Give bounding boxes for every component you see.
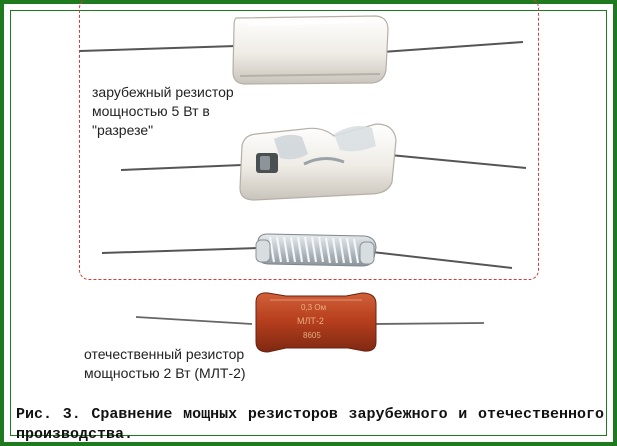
glass-coil-resistor <box>101 233 513 269</box>
ceramic-resistor-cutaway <box>120 123 527 201</box>
lead-wire <box>373 322 485 325</box>
lead-wire <box>79 45 237 52</box>
lead-wire <box>135 316 253 325</box>
mlt-marking-line3: 8605 <box>303 331 321 340</box>
mlt-marking-line2: МЛТ-2 <box>297 316 324 326</box>
foreign-resistor-label: зарубежный резистор мощностью 5 Вт в "ра… <box>92 84 234 138</box>
resistors-photo: 0,3 Ом МЛТ-2 8605 <box>79 15 527 353</box>
domestic-resistor-label: отечественный резистор мощностью 2 Вт (М… <box>84 346 246 381</box>
image-frame-inner <box>10 10 607 436</box>
lead-wire <box>101 247 259 254</box>
lead-wire <box>120 164 243 171</box>
mlt2-resistor: 0,3 Ом МЛТ-2 8605 <box>135 292 485 353</box>
ceramic-resistor-intact <box>79 15 524 85</box>
lead-wire <box>371 251 513 269</box>
foreign-resistors-group-border <box>79 0 539 280</box>
mlt-body <box>255 292 377 353</box>
figure-caption: Рис. 3. Сравнение мощных резисторов зару… <box>16 406 604 443</box>
ceramic-body <box>232 15 389 85</box>
lead-wire <box>389 154 527 169</box>
lead-wire <box>381 41 524 53</box>
mlt-marking-line1: 0,3 Ом <box>301 303 326 312</box>
